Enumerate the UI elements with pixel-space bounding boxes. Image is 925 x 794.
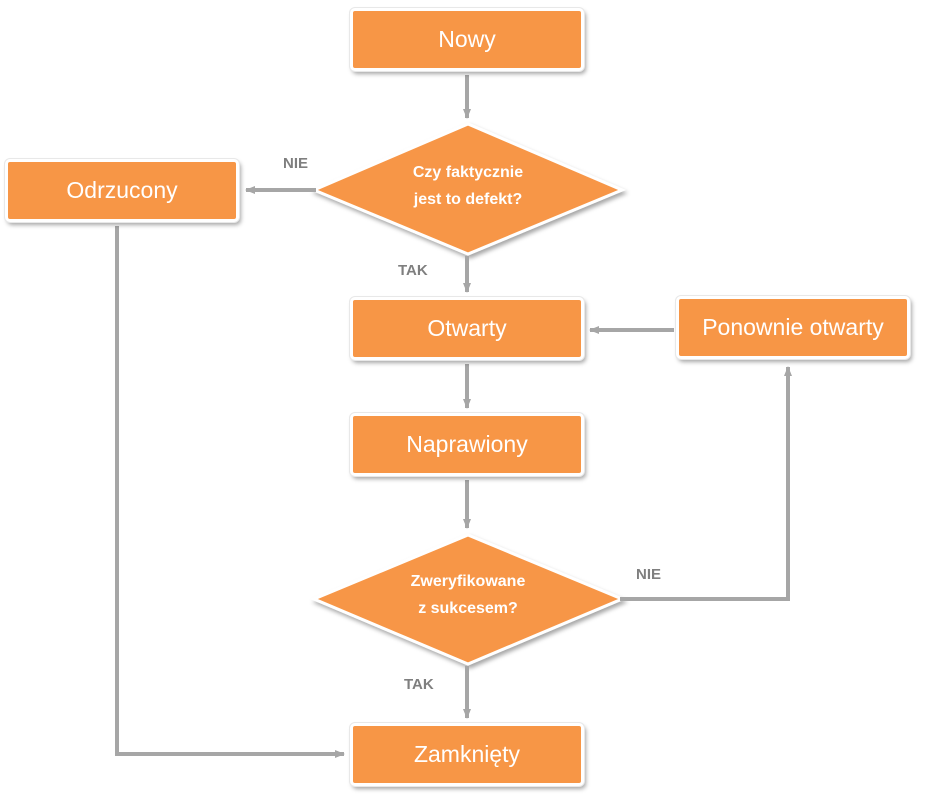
arrow-weryfikacja-to-ponownie xyxy=(620,366,792,601)
edge-label-weryfikacja-yes: TAK xyxy=(404,676,434,693)
state-odrzucony: Odrzucony xyxy=(5,159,239,222)
decision-diamond-weryfikacja xyxy=(310,533,626,666)
edge-label-weryfikacja-no: NIE xyxy=(636,566,662,583)
arrow-odrzucony-to-zamkniety xyxy=(115,226,345,758)
decision-weryfikacja-line1: Zweryfikowane xyxy=(410,573,526,590)
state-zamkniety: Zamknięty xyxy=(350,723,584,786)
decision-weryfikacja-label: Zweryfikowane z sukcesem? xyxy=(370,568,566,622)
edge-label-defekt-yes: TAK xyxy=(398,262,428,279)
decision-defekt-line2: jest to defekt? xyxy=(413,191,523,208)
decision-defekt-line1: Czy faktycznie xyxy=(412,164,524,181)
decision-defekt-label: Czy faktycznie jest to defekt? xyxy=(370,159,566,213)
state-otwarty: Otwarty xyxy=(350,297,584,360)
decision-weryfikacja-line2: z sukcesem? xyxy=(418,600,518,617)
state-ponownie-otwarty: Ponownie otwarty xyxy=(676,296,910,359)
edge-label-defekt-no: NIE xyxy=(283,155,309,172)
state-nowy: Nowy xyxy=(350,8,584,71)
state-naprawiony: Naprawiony xyxy=(350,413,584,476)
decision-diamond-defekt xyxy=(310,122,626,256)
